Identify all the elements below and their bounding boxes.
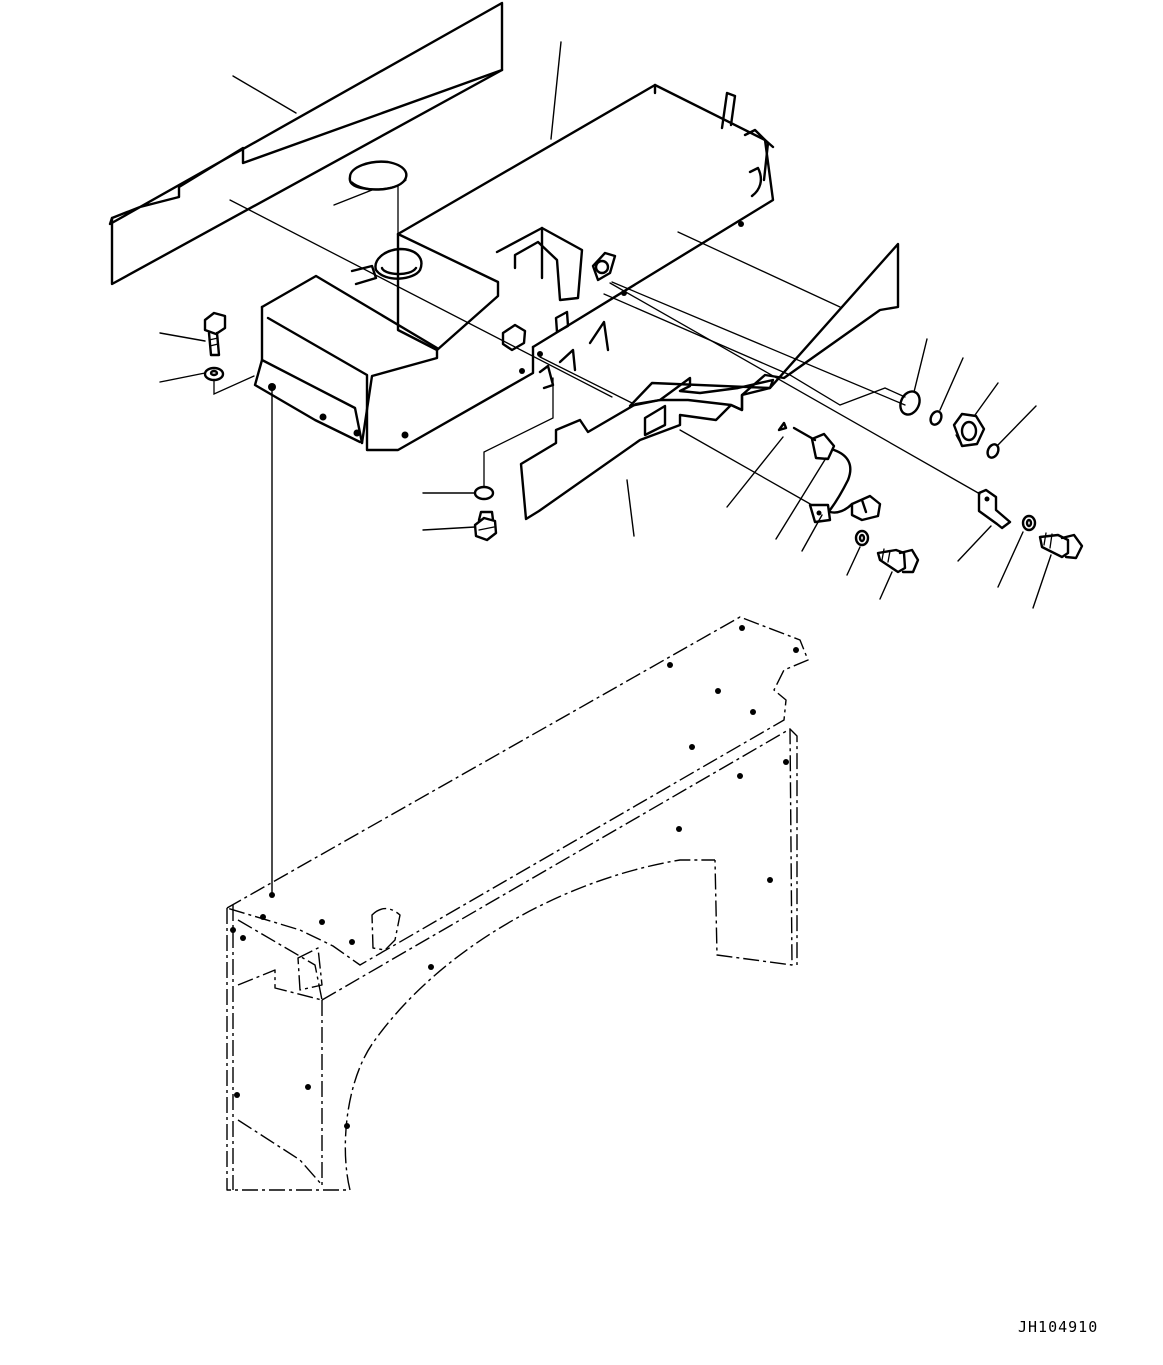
drain-plug [475, 512, 496, 540]
lower-insulation-panel [521, 378, 773, 519]
small-o-ring [929, 410, 944, 427]
fender-frame [227, 387, 808, 1190]
fuel-level-sensor [779, 423, 880, 522]
mounting-washer [205, 368, 254, 394]
drain-plug-seal [475, 378, 553, 499]
back-up-ring [986, 443, 1001, 460]
figure-code: JH104910 [1018, 1318, 1099, 1336]
fuel-tank [255, 85, 773, 450]
upper-left-insulation-panel [110, 3, 502, 284]
sensor-washer [856, 531, 868, 545]
alignment-lines [230, 200, 980, 505]
bracket-washer [1023, 516, 1035, 530]
clamp-bracket [979, 490, 1010, 528]
o-ring [897, 388, 923, 417]
mounting-bolt [205, 313, 225, 355]
bracket-bolt [1040, 533, 1082, 558]
leader-lines [160, 42, 1051, 608]
sensor-bolt [878, 549, 918, 572]
union-nut [954, 414, 984, 446]
